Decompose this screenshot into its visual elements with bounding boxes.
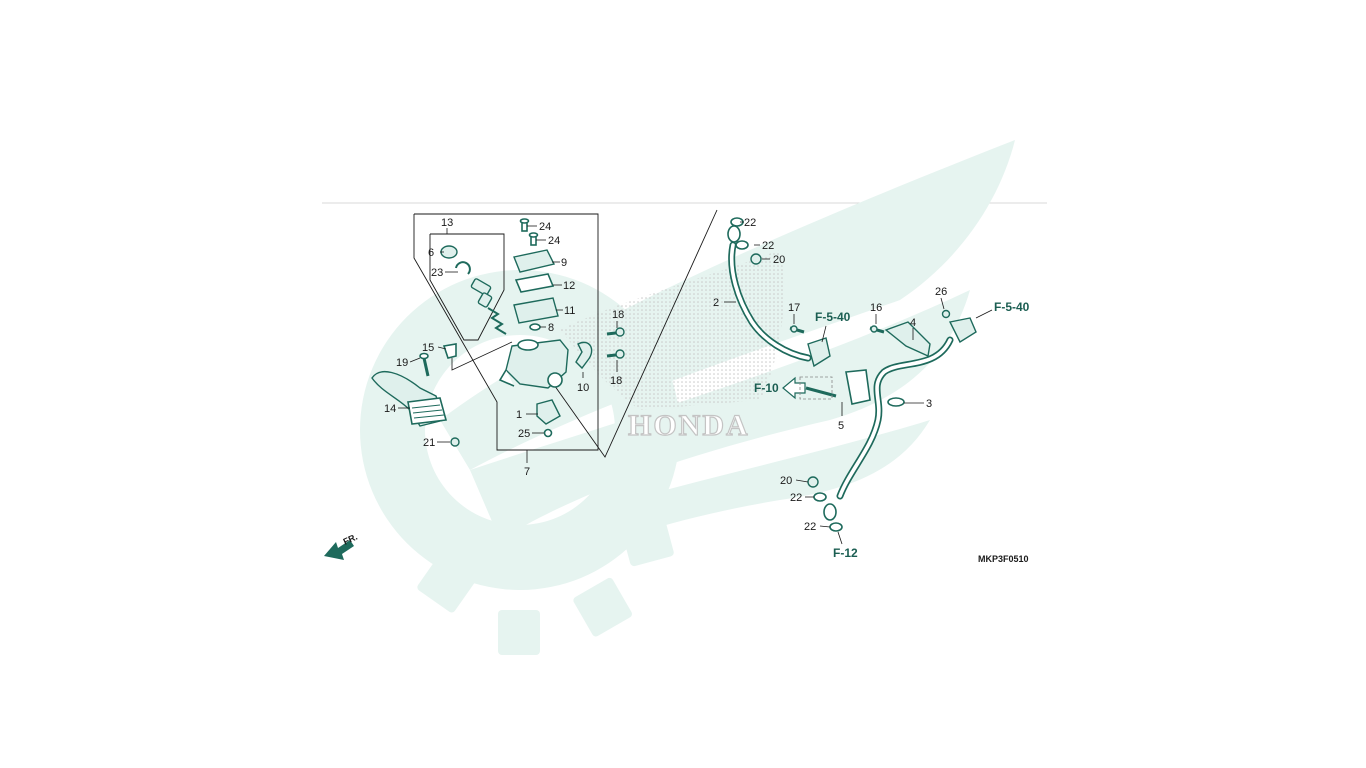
callout: 3 [926, 398, 932, 410]
front-direction-label: FR. [342, 532, 359, 547]
part-22-washer-c [813, 492, 827, 502]
part-23-circlip [455, 261, 471, 275]
hose-2-banjo [727, 225, 741, 243]
callout: 13 [441, 217, 453, 229]
part-19-bolt [419, 352, 430, 377]
callout-numbers: 13 24 24 6 9 23 12 11 8 15 19 14 1 25 21… [384, 217, 947, 533]
part-20-bolt-b [807, 476, 819, 488]
callout: 20 [773, 254, 785, 266]
part-16-bolt [869, 325, 885, 334]
callout: 22 [744, 217, 756, 229]
callout: 22 [790, 492, 802, 504]
callout: 16 [870, 302, 882, 314]
callout: 23 [431, 267, 443, 279]
callout: 19 [396, 357, 408, 369]
front-arrow-icon [324, 540, 354, 560]
callout: 26 [935, 286, 947, 298]
callout: 20 [780, 475, 792, 487]
ref-f-10: F-10 [754, 381, 779, 395]
part-20-bolt-a [750, 253, 762, 265]
part-14-brake-lever [371, 370, 448, 427]
part-21-nut [450, 437, 460, 447]
part-8-float [529, 323, 541, 331]
callout: 24 [539, 221, 551, 233]
watermark-brand: HONDA [628, 409, 750, 442]
part-18-bolt-a [606, 327, 625, 337]
part-26-bolt [941, 309, 951, 319]
callout: 21 [423, 437, 435, 449]
ref-f-5-40-right: F-5-40 [994, 300, 1030, 314]
callout: 17 [788, 302, 800, 314]
callout: 24 [548, 235, 560, 247]
part-12-plate [514, 273, 555, 293]
callout: 14 [384, 403, 396, 415]
pivot-leader [451, 341, 513, 371]
callout: 6 [428, 247, 434, 259]
callout: 18 [610, 375, 622, 387]
master-cylinder-body [498, 339, 569, 389]
callout: 11 [564, 305, 575, 317]
part-24-screw-a [519, 218, 530, 232]
part-22-washer-d [829, 522, 843, 532]
f10-dashed-box [799, 376, 833, 400]
part-25-screw [543, 428, 553, 438]
part-15-pivot [442, 343, 457, 359]
ref-f-5-40-left: F-5-40 [815, 310, 851, 324]
callout: 15 [422, 342, 434, 354]
part-10-holder [575, 341, 593, 370]
callout: 18 [612, 309, 624, 321]
part-11-diaphragm [513, 297, 559, 324]
hose-3-banjo [823, 503, 837, 521]
part-18-bolt-b [606, 349, 625, 359]
part-5-clamp [805, 369, 871, 405]
callout: 10 [577, 382, 589, 394]
part-22-washer-b [735, 240, 749, 250]
leader-lines [398, 221, 993, 545]
hose-2-joint [807, 337, 831, 368]
callout: 4 [910, 317, 916, 329]
drawing-code: MKP3F0510 [978, 554, 1029, 564]
callout: 9 [561, 257, 567, 269]
part-24-screw-b [528, 232, 539, 246]
assembly-13-frame [429, 233, 505, 341]
ref-f-12: F-12 [833, 546, 858, 560]
hose-3-joint [948, 317, 977, 344]
dotted-wing-watermark [560, 250, 784, 410]
hose-3-clip [887, 397, 905, 407]
gear-wing-watermark: HONDA [360, 140, 1015, 655]
callout: 1 [516, 409, 522, 421]
callout: 2 [713, 297, 719, 309]
callout: 5 [838, 420, 844, 432]
reference-labels: F-5-40 F-5-40 F-10 F-12 [754, 300, 1030, 560]
f10-arrow-icon [782, 376, 806, 400]
part-9-reservoir-cap [513, 249, 556, 273]
hose-assembly-triangle [551, 209, 718, 458]
callout: 22 [762, 240, 774, 252]
assembly-7-frame [413, 213, 599, 451]
callout: 8 [548, 322, 554, 334]
part-17-bolt [789, 325, 805, 334]
callout: 12 [563, 280, 575, 292]
part-4-bracket [884, 321, 931, 358]
callout: 22 [804, 521, 816, 533]
part-13-piston-kit [470, 278, 507, 335]
callout: 25 [518, 428, 530, 440]
callout: 7 [524, 466, 530, 478]
